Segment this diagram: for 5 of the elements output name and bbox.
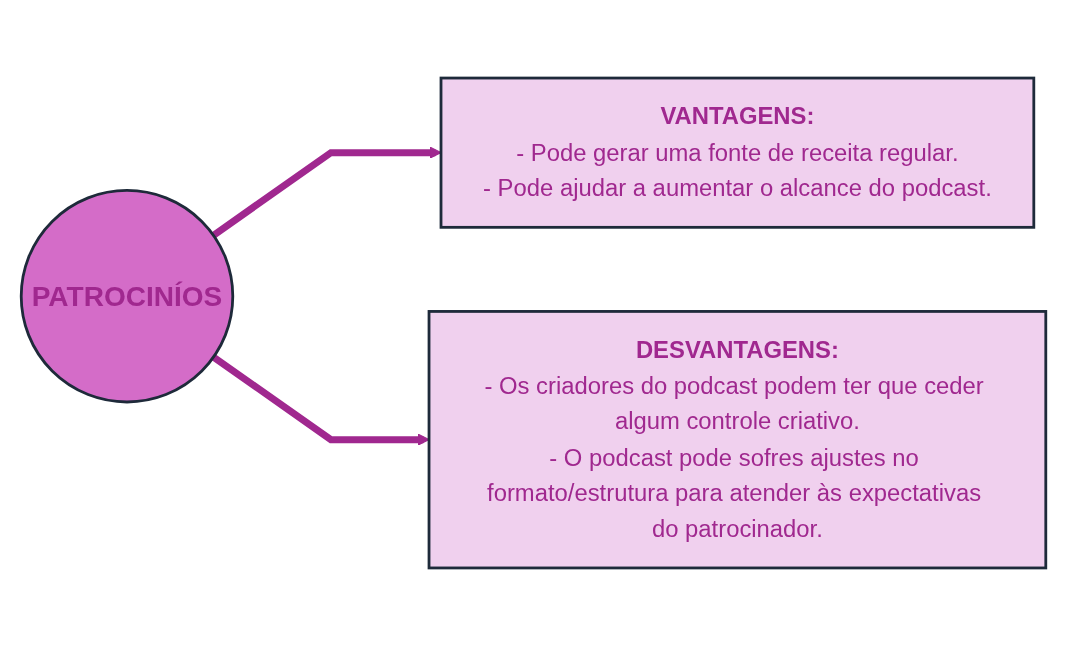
node-box: VANTAGENS: - Pode gerar uma fonte de receita regular. - Pode ajudar a aumentar o alcance do podcast.: [439, 76, 1036, 229]
arrow: [211, 354, 430, 446]
arrow: [211, 146, 442, 239]
node-box: DESVANTAGENS: - Os criadores do podcast podem ter que ceder algum controle criativo. - O podcast pode sofres ajustes no formato/estrutura para atender às expectativas do patrocinador.: [427, 310, 1048, 570]
node-circle: PATROCINÍOS: [19, 189, 235, 404]
